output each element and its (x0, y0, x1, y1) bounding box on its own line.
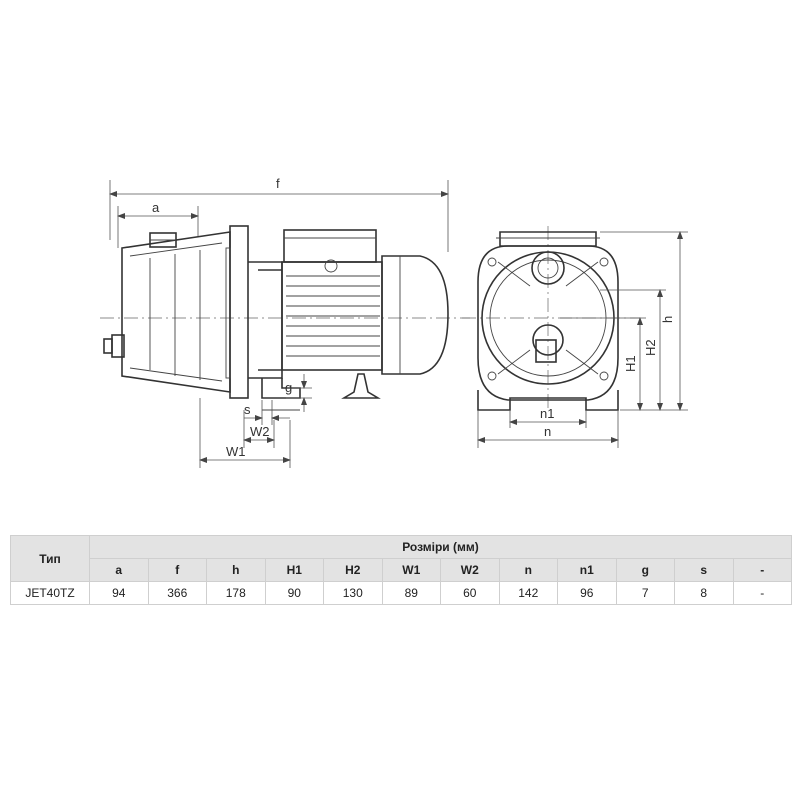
column-header: - (732, 558, 792, 582)
table-cell: 178 (206, 581, 266, 605)
table-cell: 366 (147, 581, 207, 605)
column-header: g (615, 558, 675, 582)
table-row: JET40TZ 94 366 178 90 130 89 60 142 96 7… (10, 581, 792, 605)
type-header: Тип (10, 535, 90, 582)
column-header: s (674, 558, 734, 582)
dim-label-w2: W2 (250, 424, 270, 439)
column-header: n (498, 558, 558, 582)
column-header: f (147, 558, 207, 582)
dim-label-s: s (244, 402, 251, 417)
column-header: h (206, 558, 266, 582)
table-cell: 7 (615, 581, 675, 605)
table-cell: 142 (498, 581, 558, 605)
dim-label-n1: n1 (540, 406, 554, 421)
pump-dimension-drawing: f a g s W2 W1 (100, 176, 688, 468)
pump-side-view (100, 225, 470, 411)
dim-label-h1: H1 (623, 355, 638, 372)
dim-label-h: h (660, 316, 675, 323)
table-cell: 8 (674, 581, 734, 605)
table-cell: 60 (440, 581, 500, 605)
front-view-dimensions: h H2 H1 n1 n (477, 231, 688, 448)
dimensions-group-header: Розміри (мм) (89, 535, 792, 559)
column-header: a (89, 558, 149, 582)
dim-label-n: n (544, 424, 551, 439)
dimensions-table: Тип Розміри (мм) a f h H1 H2 W1 W2 n n1 … (10, 535, 792, 605)
table-header-row: Тип Розміри (мм) (10, 535, 792, 582)
dim-label-f: f (276, 176, 280, 191)
table-cell: - (732, 581, 792, 605)
dim-label-w1: W1 (226, 444, 246, 459)
pump-front-view (462, 226, 640, 412)
column-header: W1 (381, 558, 441, 582)
column-header: n1 (557, 558, 617, 582)
table-subheader-row: a f h H1 H2 W1 W2 n n1 g s - (11, 558, 792, 582)
side-view-dimensions: f a g s W2 W1 (109, 176, 449, 468)
type-cell: JET40TZ (10, 581, 90, 605)
dim-label-a: a (152, 200, 160, 215)
table-cell: 94 (89, 581, 149, 605)
table-cell: 90 (264, 581, 324, 605)
column-header: W2 (440, 558, 500, 582)
table-cell: 89 (381, 581, 441, 605)
column-header: H2 (323, 558, 383, 582)
table-cell: 96 (557, 581, 617, 605)
column-header: H1 (264, 558, 324, 582)
table-cell: 130 (323, 581, 383, 605)
dim-label-h2: H2 (643, 339, 658, 356)
dim-label-g: g (285, 380, 292, 395)
